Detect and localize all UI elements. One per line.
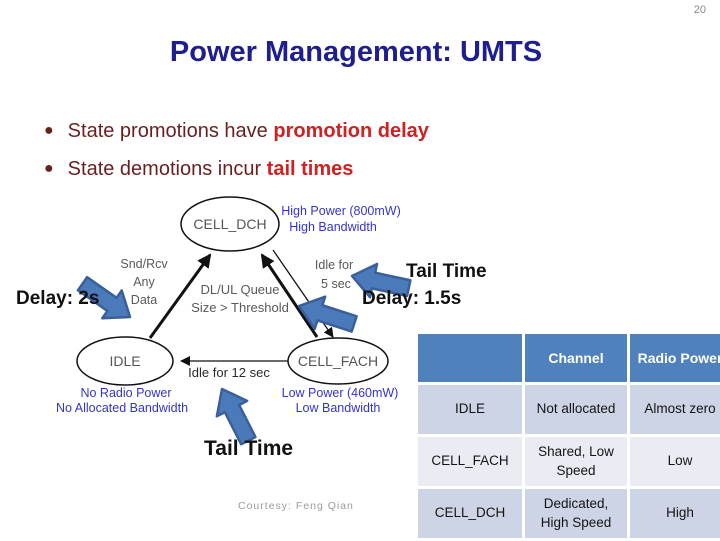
svg-text:No Allocated Bandwidth: No Allocated Bandwidth — [56, 401, 188, 415]
callout-tail-delay-1-5s: Delay: 1.5s — [362, 288, 462, 309]
svg-text:High Power (800mW): High Power (800mW) — [281, 204, 400, 218]
state-label: IDLE — [109, 353, 140, 369]
bullet-emphasis: promotion delay — [273, 120, 429, 142]
page-number: 20 — [693, 4, 706, 16]
table-header-state — [418, 334, 522, 382]
svg-text:Idle for: Idle for — [315, 258, 353, 272]
state-idle — [76, 336, 174, 386]
state-label: CELL_FACH — [298, 353, 378, 369]
courtesy-credit: Courtesy: Feng Qian — [238, 500, 354, 512]
annotation-cell-fach: Low Power (460mW) Low Bandwidth — [282, 386, 399, 415]
table-row: CELL_FACH Shared, Low Speed Low — [418, 437, 720, 486]
svg-text:No Radio Power: No Radio Power — [80, 386, 171, 400]
cell-channel: Dedicated, High Speed — [525, 489, 627, 538]
edge-fach-to-dch — [260, 253, 319, 338]
table-header-row: Channel Radio Power — [418, 334, 720, 382]
bullet-item-tail-times: ● State demotions incur tail times — [44, 158, 684, 181]
state-cell-dch — [180, 196, 280, 252]
state-label: CELL_DCH — [193, 216, 266, 232]
svg-text:Data: Data — [131, 293, 157, 307]
edge-dch-to-fach — [272, 249, 334, 338]
table-header-radio-power: Radio Power — [630, 334, 720, 382]
callout-tail-time-right: Tail Time — [406, 261, 487, 282]
bullet-icon: ● — [44, 122, 54, 139]
table-row: CELL_DCH Dedicated, High Speed High — [418, 489, 720, 538]
cell-radio-power: High — [630, 489, 720, 538]
cell-channel: Not allocated — [525, 385, 627, 434]
cell-state: CELL_DCH — [418, 489, 522, 538]
state-cell-fach — [287, 337, 389, 385]
bullet-emphasis: tail times — [266, 158, 354, 180]
svg-text:Low Power (460mW): Low Power (460mW) — [282, 386, 399, 400]
svg-text:DL/UL Queue: DL/UL Queue — [200, 282, 279, 297]
svg-text:Any: Any — [133, 275, 155, 289]
state-power-table: Channel Radio Power IDLE Not allocated A… — [415, 331, 720, 541]
block-arrow-tail-mid — [297, 295, 358, 333]
cell-radio-power: Low — [630, 437, 720, 486]
edge-idle-to-dch — [148, 253, 212, 339]
svg-text:Size > Threshold: Size > Threshold — [191, 300, 289, 315]
edge-label-dch-to-fach: Idle for 5 sec — [315, 258, 353, 291]
annotation-cell-dch: High Power (800mW) High Bandwidth — [281, 204, 400, 234]
svg-text:Low Bandwidth: Low Bandwidth — [296, 401, 381, 415]
edge-label-idle-to-dch: Snd/Rcv Any Data — [120, 257, 168, 307]
bullet-item-promotion-delay: ● State promotions have promotion delay — [44, 120, 684, 143]
svg-text:High Bandwidth: High Bandwidth — [289, 220, 377, 234]
bullet-icon: ● — [44, 160, 54, 177]
edge-label-fach-to-dch: DL/UL Queue Size > Threshold — [191, 282, 289, 315]
bullet-text: State promotions have — [67, 120, 274, 142]
annotation-idle: No Radio Power No Allocated Bandwidth — [56, 386, 188, 415]
table-header-channel: Channel — [525, 334, 627, 382]
table-row: IDLE Not allocated Almost zero — [418, 385, 720, 434]
cell-state: CELL_FACH — [418, 437, 522, 486]
bullet-text: State demotions incur — [67, 158, 267, 180]
cell-radio-power: Almost zero — [630, 385, 720, 434]
slide-title: Power Management: UMTS — [169, 36, 543, 68]
svg-text:Snd/Rcv: Snd/Rcv — [120, 257, 168, 271]
edge-label-fach-to-idle: Idle for 12 sec — [188, 365, 270, 380]
callout-promotion-delay-2s: Delay: 2s — [16, 288, 100, 309]
svg-text:5 sec: 5 sec — [321, 277, 351, 291]
cell-state: IDLE — [418, 385, 522, 434]
cell-channel: Shared, Low Speed — [525, 437, 627, 486]
callout-tail-time-bottom: Tail Time — [204, 437, 294, 460]
